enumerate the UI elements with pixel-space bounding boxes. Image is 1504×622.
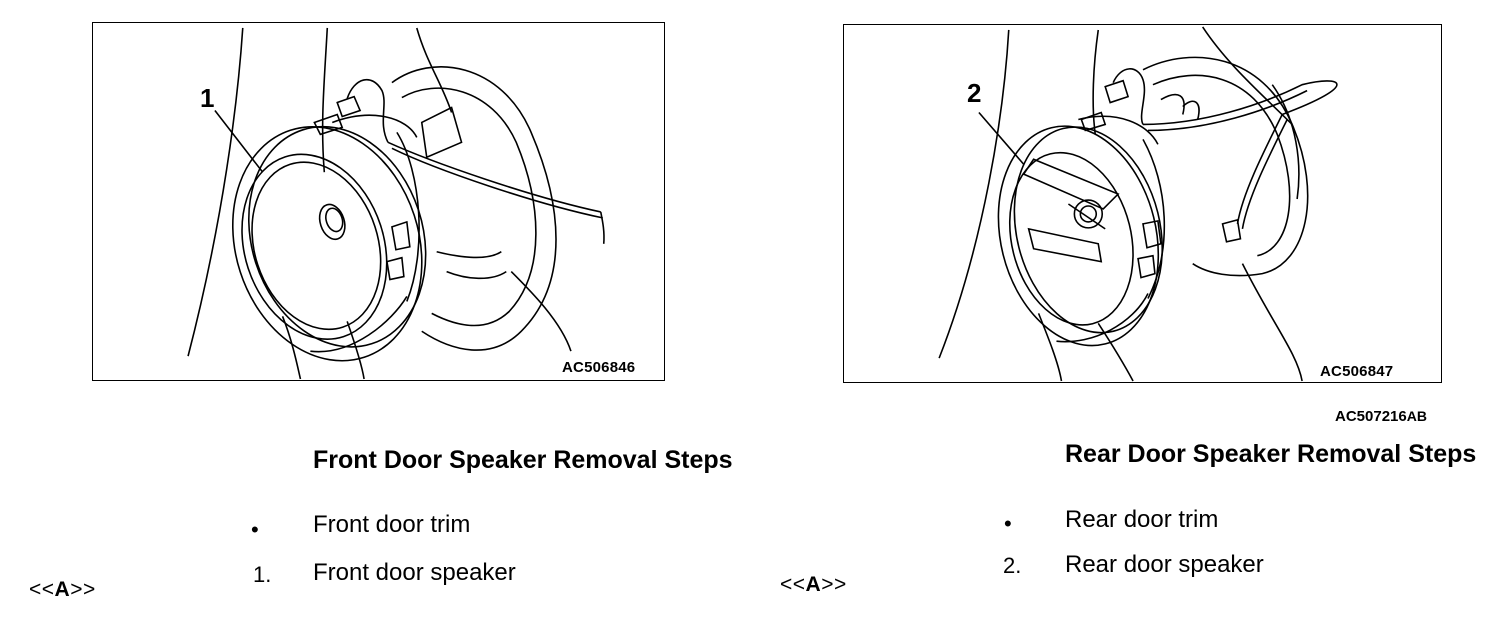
rear-note-reference[interactable]: <<A>>: [780, 572, 847, 598]
front-note-ref-close: >>: [70, 578, 96, 601]
rear-step-1-text: Rear door trim: [1065, 506, 1219, 533]
front-step-1-text: Front door trim: [313, 511, 471, 538]
front-note-ref-open: <<: [29, 578, 55, 601]
rear-note-ref-close: >>: [821, 573, 847, 596]
illustration-code-number: AC507216: [1335, 408, 1407, 425]
front-step-2-text: Front door speaker: [313, 559, 516, 586]
rear-note-ref-letter: A: [805, 573, 822, 596]
front-note-reference[interactable]: <<A>>: [29, 577, 96, 603]
rear-step-2-text: Rear door speaker: [1065, 551, 1264, 578]
rear-speaker-figure: 2 AC506847: [843, 24, 1442, 383]
front-step-2-number: 1.: [253, 562, 272, 587]
rear-step-2-number: 2.: [1003, 553, 1022, 578]
front-note-ref-letter: A: [54, 578, 71, 601]
rear-speaker-callout-label: 2: [967, 78, 982, 108]
rear-removal-title: Rear Door Speaker Removal Steps: [1065, 440, 1477, 468]
illustration-code-suffix: AB: [1406, 408, 1427, 424]
front-figure-code: AC506846: [562, 359, 636, 376]
front-step-1-bullet: •: [251, 517, 259, 542]
illustration-code: AC507216AB: [1335, 408, 1427, 425]
rear-step-1-bullet: •: [1004, 511, 1012, 536]
front-speaker-illustration: [187, 27, 605, 380]
rear-figure-code: AC506847: [1320, 363, 1394, 380]
rear-speaker-illustration: [938, 26, 1338, 382]
front-speaker-figure: 1 AC506846: [92, 22, 665, 381]
rear-note-ref-open: <<: [780, 573, 806, 596]
front-removal-title: Front Door Speaker Removal Steps: [313, 446, 733, 474]
front-speaker-callout-label: 1: [200, 83, 215, 113]
